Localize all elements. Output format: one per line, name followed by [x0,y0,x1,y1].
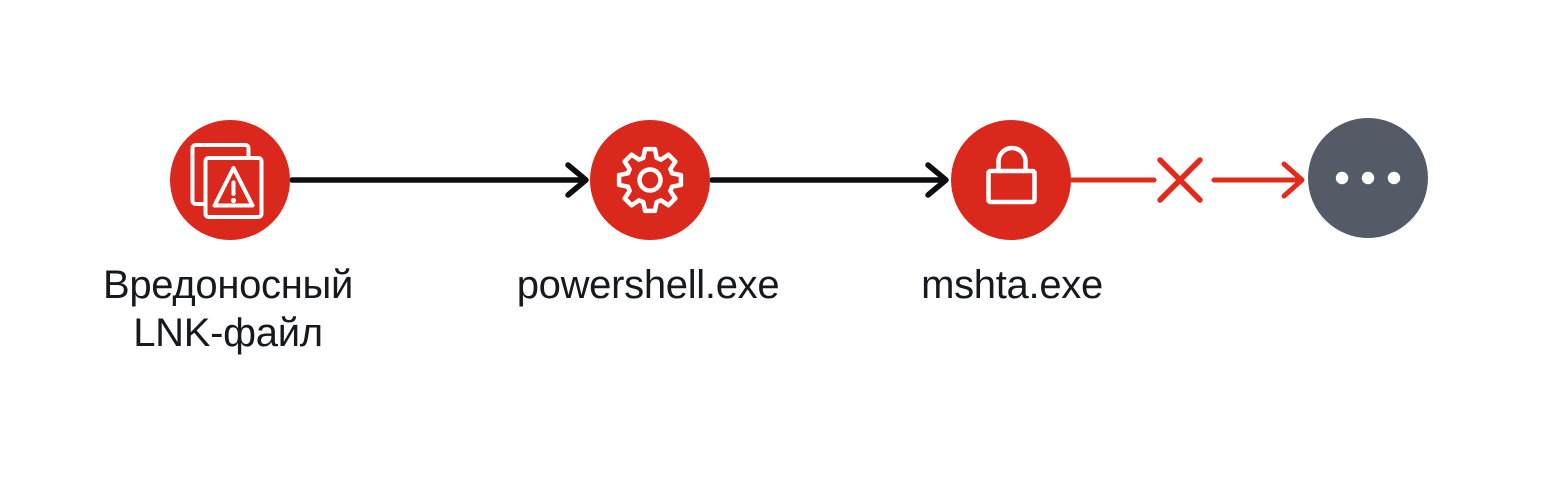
arrow-lnk-to-powershell [289,162,589,198]
arrowhead-icon [1281,161,1305,199]
ellipsis-icon [1335,171,1401,185]
lock-icon [986,145,1037,205]
files-warning-icon [190,143,264,219]
node-powershell [590,120,710,240]
node-lnk-file [170,120,290,240]
arrow-powershell-to-mshta [709,162,949,198]
node-label-powershell: powershell.exe [516,263,780,307]
arrow-mshta-to-next-blocked [1069,157,1305,203]
arrowhead-icon [565,162,589,198]
blocked-cross-icon [1157,157,1203,203]
node-label-mshta: mshta.exe [921,263,1103,307]
node-label-lnk-file: Вредоносный LNK-файл [102,263,354,355]
node-next-stage [1308,118,1428,238]
gear-icon [616,146,684,214]
node-mshta [951,120,1071,240]
arrowhead-icon [925,162,949,198]
